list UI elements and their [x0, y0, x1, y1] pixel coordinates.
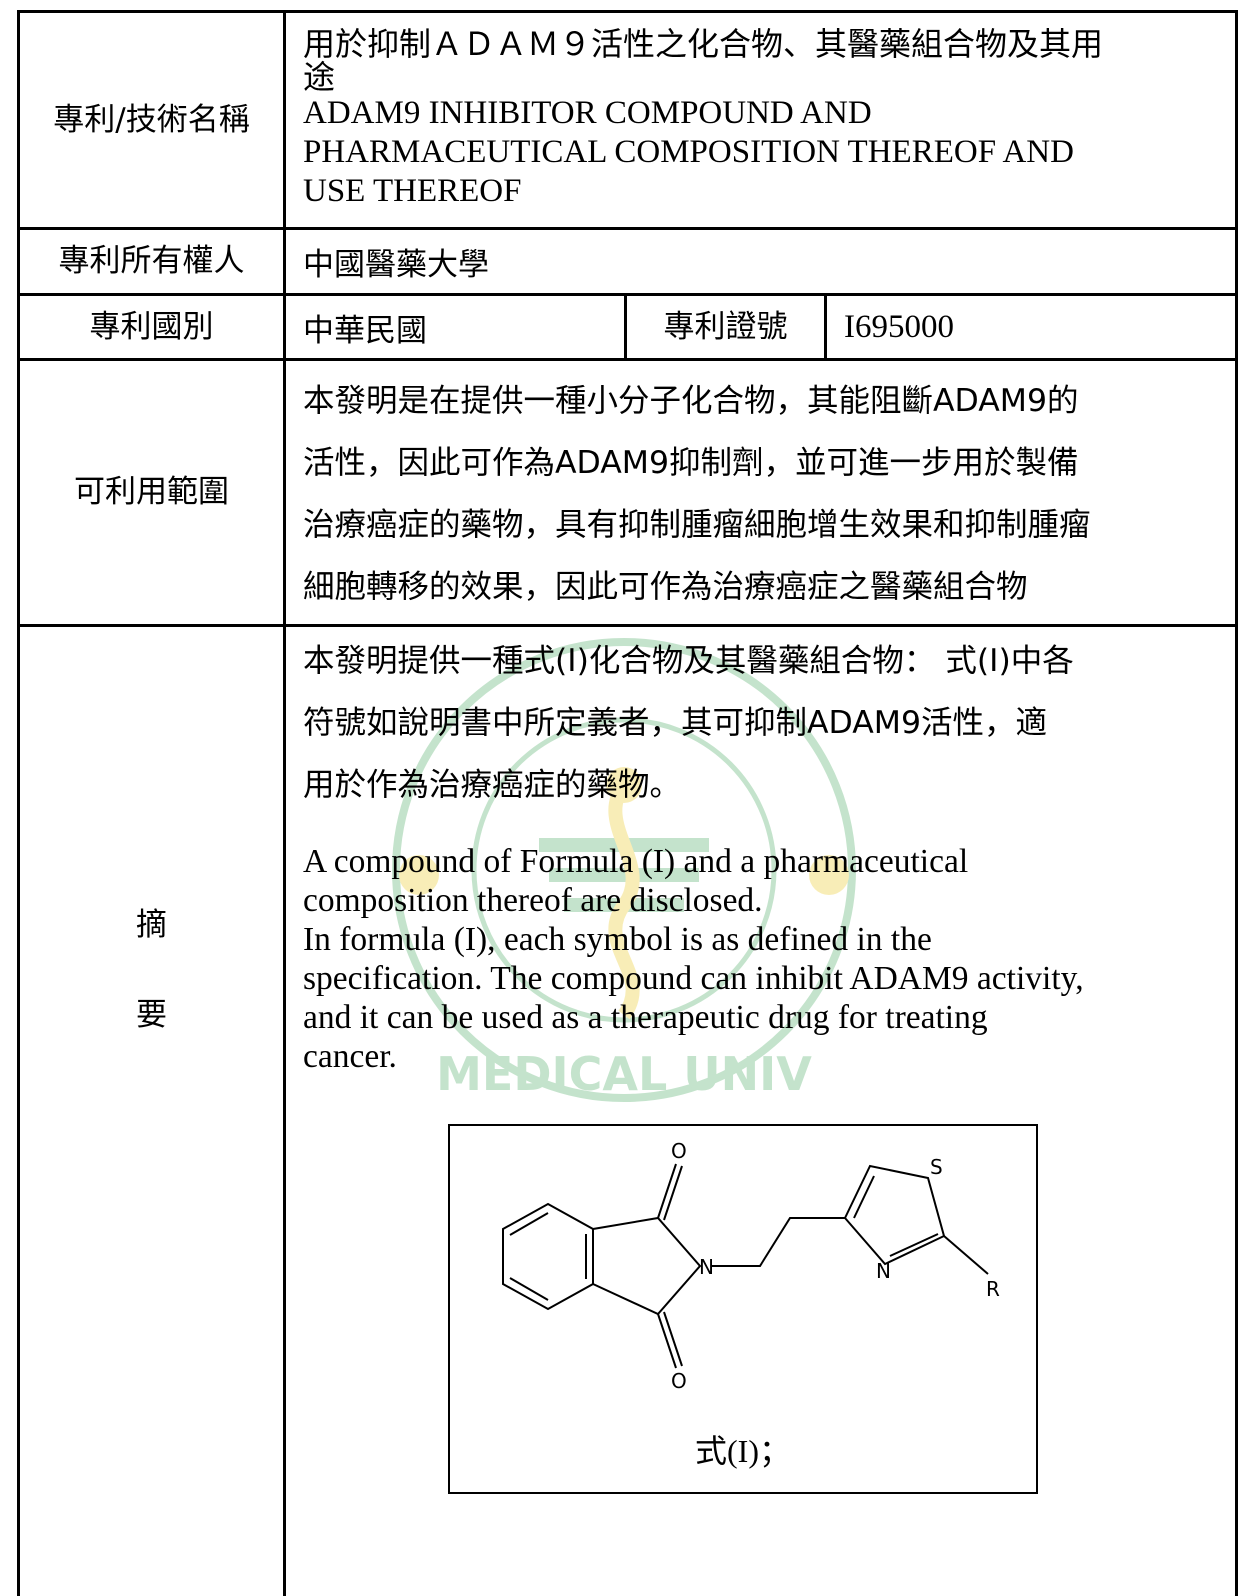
rule-row1 — [17, 227, 1238, 230]
title-zh-line2: 途 — [303, 58, 336, 96]
atom-o-bottom: O — [671, 1369, 687, 1393]
title-en-line2: PHARMACEUTICAL COMPOSITION THEREOF AND — [303, 134, 1074, 170]
scope-line-2: 活性，因此可作為ADAM9抑制劑，並可進一步用於製備 — [303, 445, 1079, 481]
abstract-en-line-5: and it can be used as a therapeutic drug… — [303, 999, 988, 1036]
rule-row3 — [17, 358, 1238, 361]
rule-left — [17, 10, 20, 1596]
patent-info-table: 專利/技術名稱 用於抑制ＡＤＡＭ９活性之化合物、其醫藥組合物及其用 途 ADAM… — [17, 10, 1238, 1596]
abstract-en-line-6: cancer. — [303, 1038, 397, 1075]
formula-structure-box: O O N S N R 式(I)； — [448, 1124, 1038, 1494]
rule-country-num — [824, 293, 827, 361]
scope-label: 可利用範圍 — [74, 474, 229, 511]
rule-row2 — [17, 293, 1238, 296]
ethyl-linker — [712, 1217, 845, 1267]
abstract-zh-line-1: 本發明提供一種式(I)化合物及其醫藥組合物： 式(I)中各 — [303, 643, 1074, 679]
abstract-value: 本發明提供一種式(I)化合物及其醫藥組合物： 式(I)中各 符號如說明書中所定義… — [303, 630, 1235, 1076]
atom-o-top: O — [671, 1139, 687, 1163]
abstract-label-1: 摘 — [136, 907, 167, 943]
owner-label: 專利所有權人 — [58, 243, 245, 280]
abstract-label-2: 要 — [136, 997, 167, 1033]
rule-top — [17, 10, 1238, 13]
country-label: 專利國別 — [89, 308, 214, 345]
rule-right — [1235, 10, 1238, 1596]
abstract-en-line-4: specification. The compound can inhibit … — [303, 960, 1084, 997]
title-value: 用於抑制ＡＤＡＭ９活性之化合物、其醫藥組合物及其用 途 ADAM9 INHIBI… — [303, 28, 1233, 228]
abstract-en-line-2: composition thereof are disclosed. — [303, 882, 763, 919]
title-zh-line1: 用於抑制ＡＤＡＭ９活性之化合物、其醫藥組合物及其用 — [303, 25, 1104, 63]
atom-s: S — [930, 1155, 943, 1179]
thiazole-ring — [843, 1164, 946, 1266]
title-en-line1: ADAM9 INHIBITOR COMPOUND AND — [303, 95, 872, 131]
owner-value: 中國醫藥大學 — [303, 247, 489, 283]
rule-country-mid — [624, 293, 627, 361]
scope-line-4: 細胞轉移的效果，因此可作為治療癌症之醫藥組合物 — [303, 569, 1028, 605]
abstract-zh-line-3: 用於作為治療癌症的藥物。 — [303, 767, 682, 803]
abstract-en-line-3: In formula (I), each symbol is as define… — [303, 921, 932, 958]
chemical-structure-diagram: O O N S N R — [502, 1139, 1000, 1393]
atom-n-ring: N — [699, 1255, 714, 1279]
imide-ring — [592, 1216, 702, 1316]
atom-n-thiazole: N — [876, 1259, 891, 1283]
atom-r: R — [986, 1277, 1000, 1301]
scope-line-3: 治療癌症的藥物，具有抑制腫瘤細胞增生效果和抑制腫瘤 — [303, 507, 1091, 543]
rule-label-col — [283, 10, 286, 1596]
abstract-label: 摘 要 — [20, 627, 283, 1596]
title-label: 專利/技術名稱 — [53, 101, 250, 138]
patent-number-label: 專利證號 — [663, 308, 788, 345]
benzene-ring — [502, 1202, 594, 1311]
formula-caption: 式(I)； — [695, 1433, 791, 1469]
rule-row4 — [17, 624, 1238, 627]
country-value: 中華民國 — [303, 312, 427, 349]
scope-line-1: 本發明是在提供一種小分子化合物，其能阻斷ADAM9的 — [303, 383, 1079, 419]
title-en-line3: USE THEREOF — [303, 173, 522, 209]
abstract-en-line-1: A compound of Formula (I) and a pharmace… — [303, 843, 969, 880]
abstract-zh-line-2: 符號如說明書中所定義者，其可抑制ADAM9活性，適 — [303, 705, 1048, 741]
patent-number-value: I695000 — [844, 308, 954, 345]
scope-value: 本發明是在提供一種小分子化合物，其能阻斷ADAM9的 活性，因此可作為ADAM9… — [303, 370, 1235, 618]
